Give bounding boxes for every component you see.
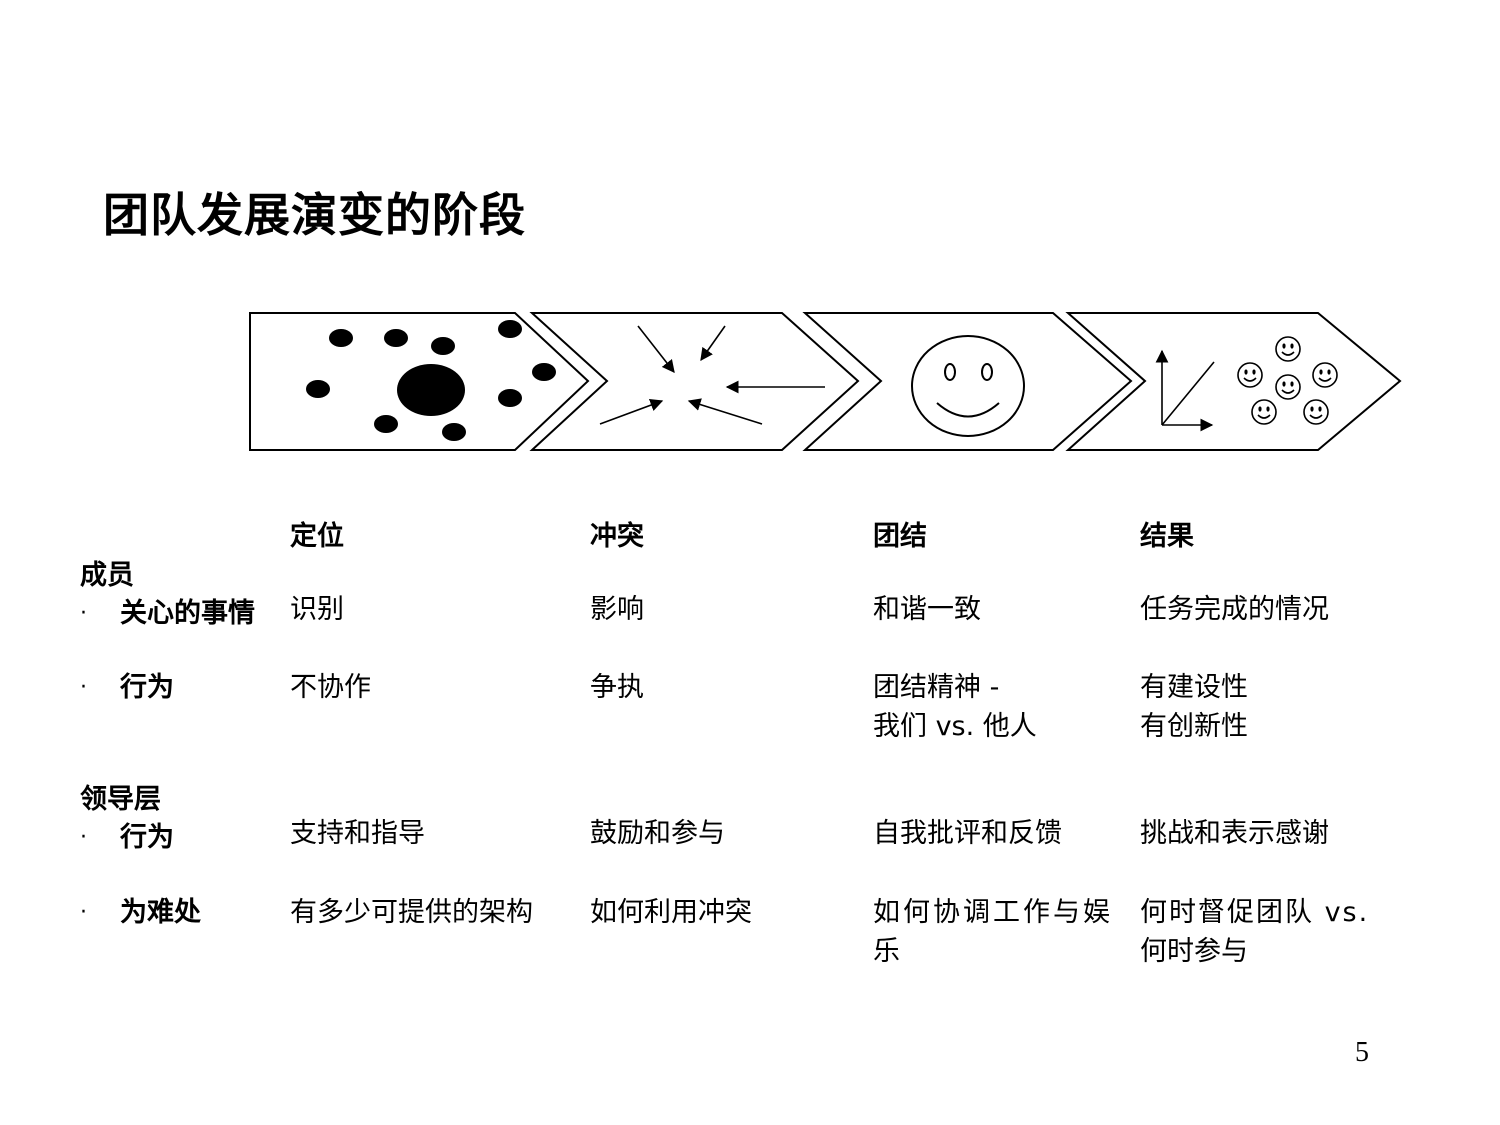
- chevron-storming: [529, 312, 860, 451]
- small-smiley-icon: [1275, 374, 1301, 400]
- small-smiley-icon: [1251, 399, 1277, 425]
- cell-members-behavior-forming: 不协作: [290, 672, 371, 703]
- happy-team-icon: [1237, 336, 1338, 425]
- smiley-face-icon: [911, 335, 1025, 437]
- bullet: ·: [80, 675, 87, 700]
- cell-leader-difficulties-storming: 如何利用冲突: [590, 897, 752, 928]
- cell-members-behavior-performing: 有建设性: [1140, 672, 1248, 703]
- bullet: ·: [80, 825, 87, 850]
- cell-leader-difficulties-performing-line2: 何时参与: [1140, 936, 1248, 967]
- cell-members-concerns-performing: 任务完成的情况: [1140, 594, 1329, 625]
- chevron-norming: [802, 312, 1133, 451]
- cell-leader-behavior-performing: 挑战和表示感谢: [1140, 818, 1329, 849]
- cell-members-behavior-performing-line2: 有创新性: [1140, 711, 1248, 742]
- stage-chevron-diagram: [249, 312, 1402, 451]
- stage-header-norming: 团结: [873, 521, 927, 552]
- cell-members-behavior-storming: 争执: [590, 672, 644, 703]
- section-label-leadership: 领导层: [80, 784, 161, 815]
- small-smiley-icon: [1275, 336, 1301, 362]
- page-title: 团队发展演变的阶段: [103, 188, 526, 242]
- bullet: ·: [80, 900, 87, 925]
- chevron-performing: [1065, 312, 1402, 451]
- growth-axis-icon: [1155, 349, 1215, 432]
- stage-header-performing: 结果: [1140, 521, 1194, 552]
- cell-members-concerns-forming: 识别: [290, 594, 344, 625]
- row-label-concerns: 关心的事情: [120, 598, 255, 629]
- section-label-members: 成员: [80, 560, 134, 591]
- row-label-behavior: 行为: [120, 672, 174, 703]
- cell-members-concerns-norming: 和谐一致: [873, 594, 981, 625]
- cell-members-concerns-storming: 影响: [590, 594, 644, 625]
- cell-leader-behavior-norming: 自我批评和反馈: [873, 818, 1062, 849]
- cell-leader-difficulties-forming: 有多少可提供的架构: [290, 897, 533, 928]
- small-smiley-icon: [1303, 399, 1329, 425]
- scattered-dots-icon: [306, 320, 556, 441]
- cell-leader-behavior-storming: 鼓励和参与: [590, 818, 725, 849]
- row-label-leader-behavior: 行为: [120, 822, 174, 853]
- bullet: ·: [80, 601, 87, 626]
- row-label-difficulties: 为难处: [120, 897, 201, 928]
- cell-members-behavior-norming-line2: 我们 vs. 他人: [873, 711, 1037, 742]
- page-number: 5: [1355, 1037, 1369, 1068]
- cell-members-behavior-norming: 团结精神 -: [873, 672, 1000, 703]
- cell-leader-difficulties-norming-line2: 乐: [873, 936, 900, 967]
- conflict-arrows-icon: [599, 325, 825, 425]
- cell-leader-difficulties-norming: 如何协调工作与娱: [873, 897, 1113, 928]
- cell-leader-difficulties-performing: 何时督促团队 vs.: [1140, 897, 1370, 928]
- small-smiley-icon: [1237, 362, 1263, 388]
- stage-header-forming: 定位: [290, 521, 344, 552]
- cell-leader-behavior-forming: 支持和指导: [290, 818, 425, 849]
- small-smiley-icon: [1312, 362, 1338, 388]
- stage-header-storming: 冲突: [590, 521, 644, 552]
